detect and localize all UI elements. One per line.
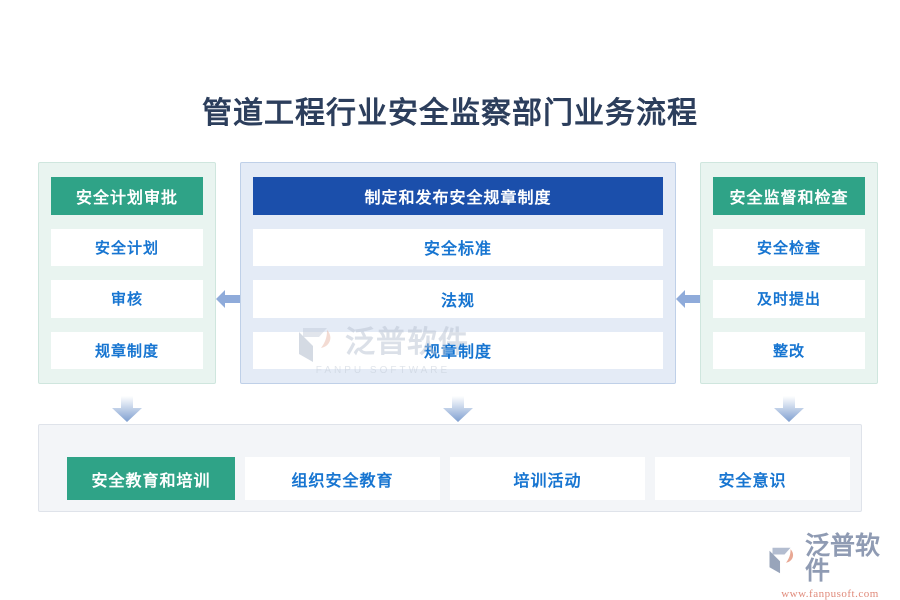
arrow-down-icon-right [774, 396, 804, 422]
bottom-row: 安全教育和培训 组织安全教育 培训活动 安全意识 [67, 457, 850, 500]
arrow-down-icon-left [112, 396, 142, 422]
column-header-plan-approval[interactable]: 安全计划审批 [51, 177, 203, 215]
column-panel-rules-publication: 制定和发布安全规章制度 安全标准 法规 规章制度 [240, 162, 676, 384]
bottom-item-2[interactable]: 安全意识 [655, 457, 850, 500]
column-panel-supervision-inspection: 安全监督和检查 安全检查 及时提出 整改 [700, 162, 878, 384]
column-item-supervision-inspection-1[interactable]: 及时提出 [713, 280, 865, 318]
column-header-supervision-inspection[interactable]: 安全监督和检查 [713, 177, 865, 215]
column-item-rules-publication-2[interactable]: 规章制度 [253, 331, 663, 369]
column-item-rules-publication-1[interactable]: 法规 [253, 280, 663, 318]
column-item-supervision-inspection-2[interactable]: 整改 [713, 331, 865, 369]
bottom-band: 安全教育和培训 组织安全教育 培训活动 安全意识 [38, 424, 862, 512]
arrow-down-icon-center [443, 396, 473, 422]
page-title: 管道工程行业安全监察部门业务流程 [202, 97, 698, 130]
column-item-plan-approval-0[interactable]: 安全计划 [51, 228, 203, 266]
bottom-lead-education-training[interactable]: 安全教育和培训 [67, 457, 235, 500]
column-header-rules-publication[interactable]: 制定和发布安全规章制度 [253, 177, 663, 215]
brand-logo: 泛普软件 www.fanpusoft.com [768, 533, 892, 600]
column-item-plan-approval-2[interactable]: 规章制度 [51, 331, 203, 369]
column-item-supervision-inspection-0[interactable]: 安全检查 [713, 228, 865, 266]
brand-url: www.fanpusoft.com [781, 588, 879, 600]
column-item-plan-approval-1[interactable]: 审核 [51, 280, 203, 318]
bottom-item-1[interactable]: 培训活动 [450, 457, 645, 500]
brand-mark-icon [769, 547, 794, 574]
bottom-item-0[interactable]: 组织安全教育 [245, 457, 440, 500]
column-panel-plan-approval: 安全计划审批 安全计划 审核 规章制度 [38, 162, 216, 384]
column-item-rules-publication-0[interactable]: 安全标准 [253, 228, 663, 266]
brand-name: 泛普软件 [805, 533, 881, 585]
